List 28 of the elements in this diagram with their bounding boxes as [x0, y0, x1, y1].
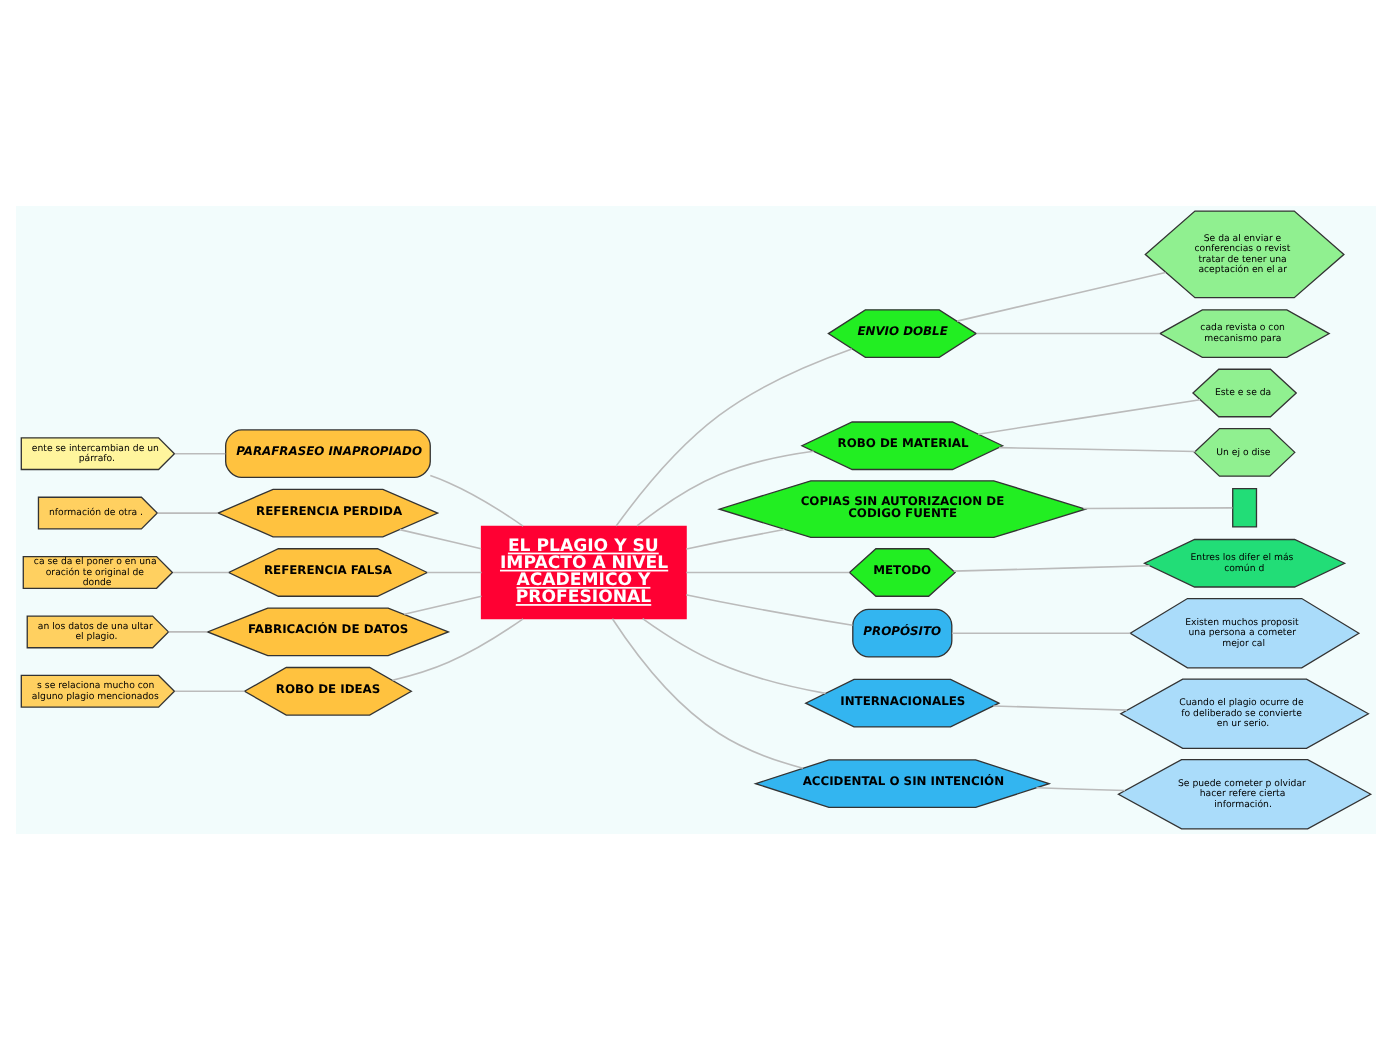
connector: [952, 565, 1151, 572]
connector: [641, 617, 827, 695]
connector: [977, 398, 1201, 435]
connector: [611, 617, 804, 769]
connector: [399, 528, 482, 550]
connector: [167, 631, 209, 633]
connector: [685, 594, 854, 627]
connector: [992, 705, 1128, 711]
connector: [951, 632, 1132, 634]
node-box: EL PLAGIO Y SU IMPACTO A NIVEL ACADEMICO Y PROFESIONAL: [480, 525, 687, 620]
connector: [391, 618, 524, 681]
connector: [174, 452, 227, 455]
connector: [636, 450, 815, 527]
connector: [956, 271, 1167, 322]
connector: [615, 348, 853, 527]
connector: [998, 446, 1197, 453]
connector: [685, 571, 851, 574]
connector: [174, 690, 246, 693]
connector: [685, 528, 786, 550]
connector: [1035, 787, 1126, 792]
node-box: [1232, 488, 1258, 528]
connector: [172, 571, 230, 574]
connector: [426, 571, 483, 574]
connector: [1082, 507, 1234, 510]
connector: [403, 595, 483, 616]
connector: [975, 332, 1161, 335]
connector: [156, 512, 219, 514]
connector: [429, 474, 524, 527]
